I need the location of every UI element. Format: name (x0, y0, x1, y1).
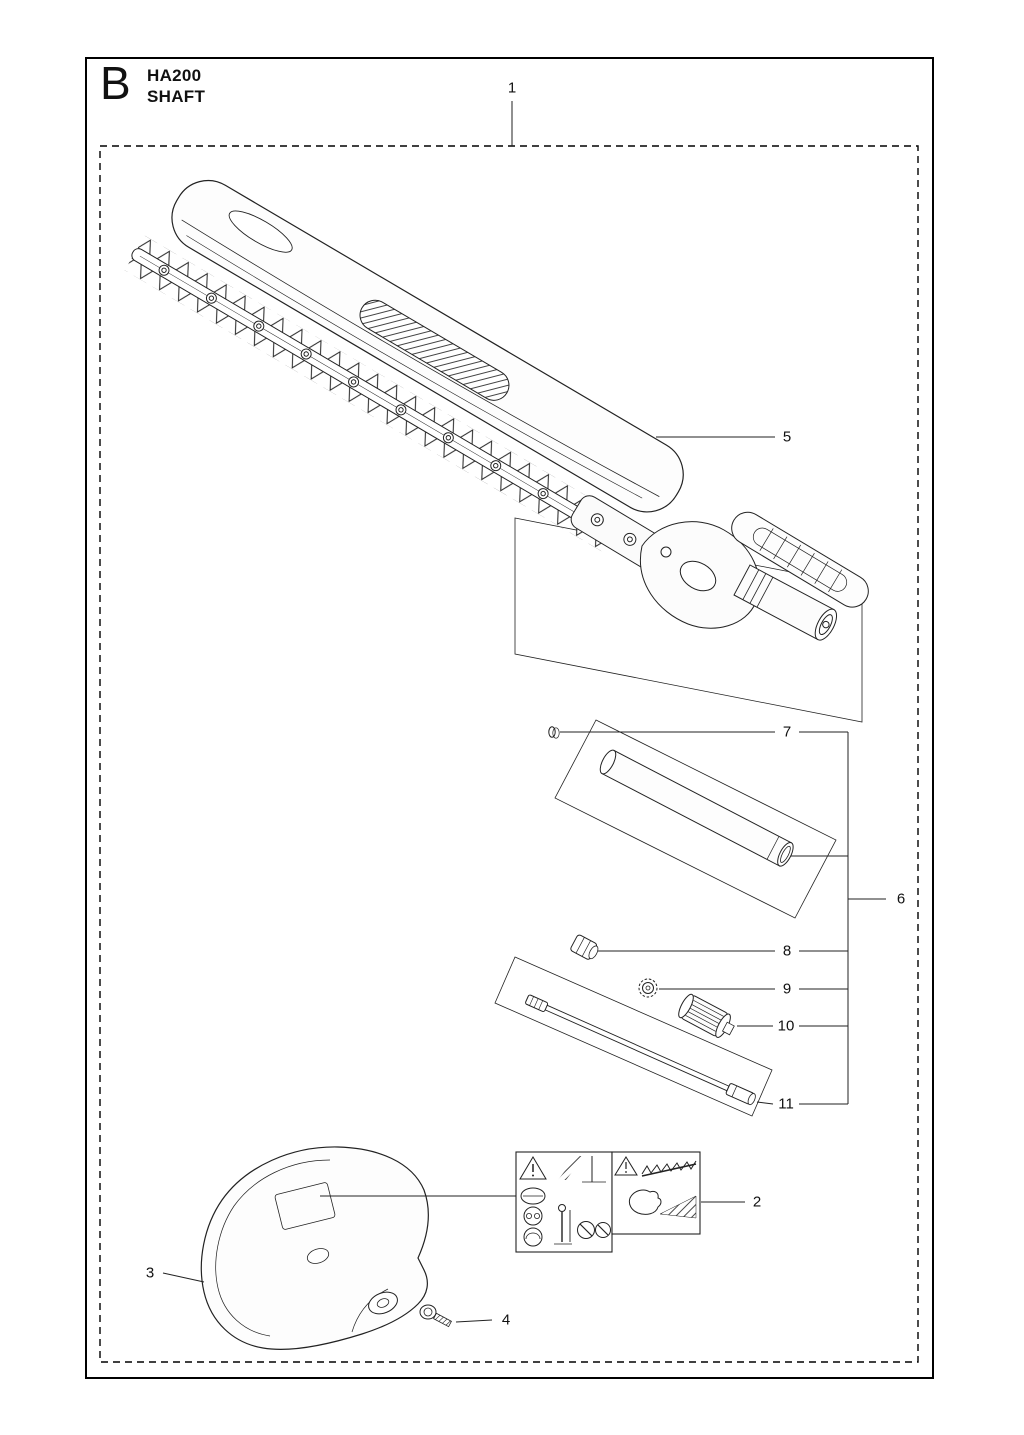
guard-shield (200, 1146, 429, 1351)
ear-protection-icon (523, 1206, 543, 1226)
cut-zone-hatch (659, 1195, 697, 1219)
section-letter: B (100, 57, 131, 109)
warning-decal-left (515, 1151, 613, 1253)
drive-shaft (525, 994, 756, 1106)
callout-2: 2 (752, 1193, 762, 1211)
callout-6: 6 (896, 890, 906, 908)
gearbox-assembly (570, 495, 869, 641)
callout-5: 5 (782, 428, 792, 446)
callout-9: 9 (782, 980, 792, 998)
splined-washer (638, 978, 658, 998)
reach-diagram-hatch (558, 1156, 584, 1180)
leader-lines (162, 101, 775, 1323)
page-title: SHAFT (147, 87, 206, 106)
decal-recess (274, 1182, 336, 1230)
callout-1: 1 (507, 79, 517, 97)
clip (548, 726, 560, 739)
blade-cover (171, 179, 684, 513)
callout-8: 8 (782, 942, 792, 960)
warning-decal-right (611, 1151, 701, 1235)
blade-teeth-icon (641, 1160, 697, 1175)
callout-10: 10 (777, 1017, 795, 1035)
assembly-boundary (99, 145, 919, 1363)
coupling-sleeve (733, 564, 838, 641)
group-bracket (791, 731, 886, 1105)
page-border (85, 57, 934, 1379)
callout-7: 7 (782, 723, 792, 741)
callout-11: 11 (778, 1095, 794, 1113)
screw (419, 1304, 452, 1328)
shaft-tube (599, 749, 794, 867)
warning-decals (515, 1151, 701, 1253)
handle-grip (731, 511, 869, 608)
shaft-coupler (678, 993, 735, 1038)
hand-icon (628, 1189, 662, 1215)
callout-3: 3 (145, 1264, 155, 1282)
operator-figure-icon (554, 1204, 572, 1245)
callout-4: 4 (501, 1311, 511, 1329)
coupling-nut (570, 934, 599, 960)
model-number: HA200 (147, 66, 202, 85)
helmet-icon (523, 1227, 543, 1247)
cutter-bar (124, 235, 652, 561)
